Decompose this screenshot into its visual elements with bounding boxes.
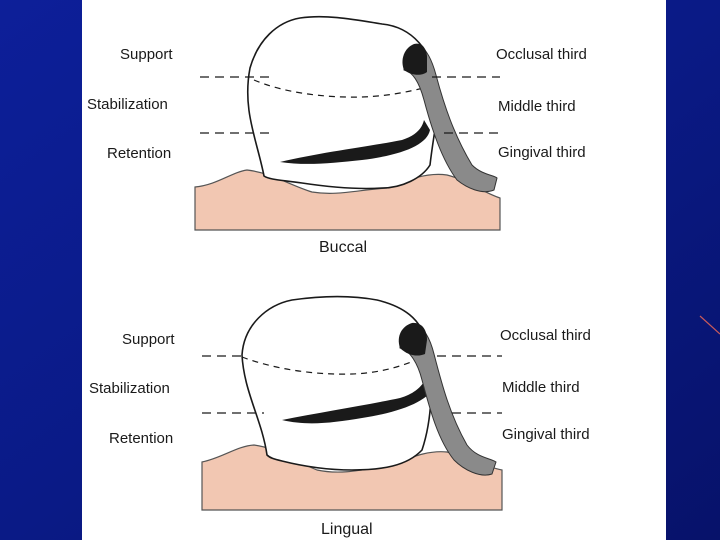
buccal-label-stabilization: Stabilization [87, 96, 168, 113]
buccal-label-gingival-third: Gingival third [498, 144, 586, 161]
lingual-label-stabilization: Stabilization [89, 380, 170, 397]
lingual-label-occlusal-third: Occlusal third [500, 327, 591, 344]
buccal-label-retention: Retention [107, 145, 171, 162]
lingual-label-middle-third: Middle third [502, 379, 580, 396]
buccal-diagram [195, 17, 500, 230]
lingual-label-gingival-third: Gingival third [502, 426, 590, 443]
diagram-panel: Support Stabilization Retention Occlusal… [82, 0, 666, 540]
buccal-label-support: Support [120, 46, 173, 63]
clasp-diagram [82, 0, 666, 540]
lingual-diagram [202, 297, 502, 510]
buccal-label-occlusal-third: Occlusal third [496, 46, 587, 63]
lingual-label-retention: Retention [109, 430, 173, 447]
lingual-label-support: Support [122, 331, 175, 348]
lingual-tooth [242, 297, 431, 470]
lingual-caption: Lingual [321, 521, 373, 539]
buccal-label-middle-third: Middle third [498, 98, 576, 115]
buccal-caption: Buccal [319, 239, 367, 257]
buccal-tooth [248, 17, 438, 189]
